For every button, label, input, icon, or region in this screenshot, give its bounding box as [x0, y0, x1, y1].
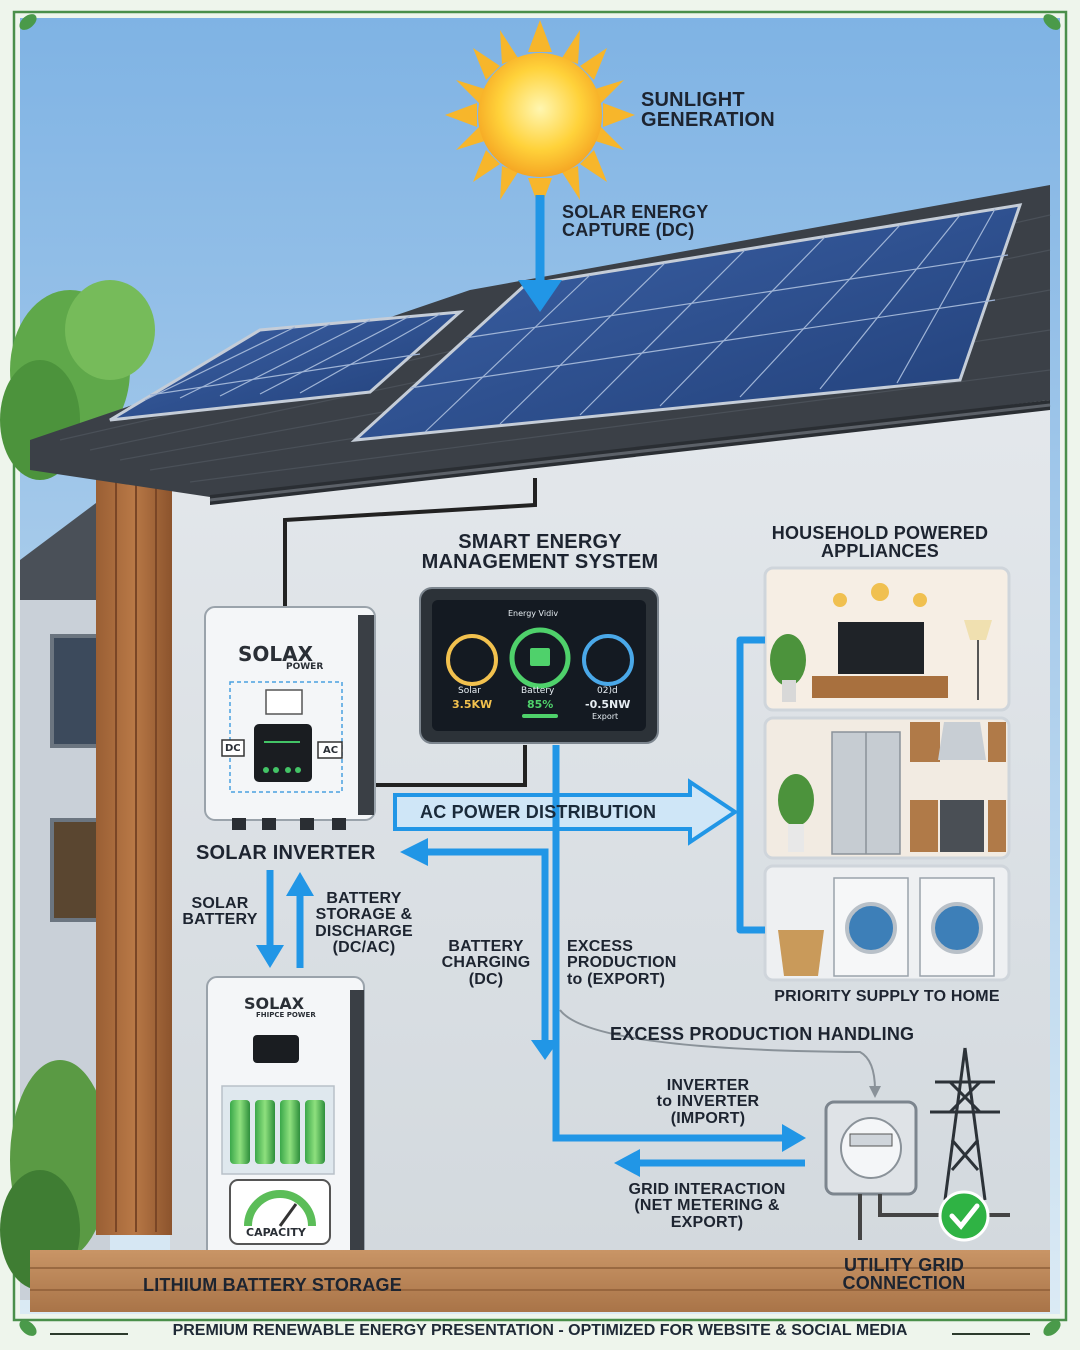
- label-ac-power-distribution: AC POWER DISTRIBUTION: [420, 803, 656, 821]
- screen-solar-value: 3.5KW: [452, 698, 492, 711]
- solar-inverter-unit: [205, 607, 375, 830]
- appliance-laundry: [765, 866, 1009, 980]
- inverter-ac-label: AC: [323, 745, 338, 756]
- screen-title: Energy Vidiv: [508, 609, 558, 618]
- label-grid-interaction: GRID INTERACTION(NET METERING & EXPORT): [596, 1182, 818, 1231]
- footer-caption: PREMIUM RENEWABLE ENERGY PRESENTATION - …: [0, 1322, 1080, 1340]
- inverter-dc-label: DC: [225, 743, 241, 754]
- screen-battery-label: Battery: [521, 686, 554, 696]
- label-lithium-storage: LITHIUM BATTERY STORAGE: [143, 1276, 402, 1294]
- label-priority-supply: PRIORITY SUPPLY TO HOME: [758, 989, 1016, 1005]
- screen-grid-value: -0.5NW: [585, 698, 630, 711]
- screen-grid-label: 02)d: [597, 686, 618, 696]
- screen-battery-value: 85%: [527, 698, 553, 711]
- screen-solar-label: Solar: [458, 686, 481, 696]
- sun-icon: [445, 20, 635, 210]
- label-solar-inverter: SOLAR INVERTER: [196, 843, 375, 863]
- wood-column: [96, 440, 172, 1235]
- screen-grid-sub: Export: [592, 712, 618, 721]
- label-excess-handling: EXCESS PRODUCTION HANDLING: [610, 1025, 914, 1043]
- check-icon: [940, 1192, 988, 1240]
- appliance-living-room: [765, 568, 1009, 710]
- battery-capacity-label: CAPACITY: [246, 1226, 306, 1239]
- appliance-kitchen: [765, 718, 1009, 858]
- lithium-battery-unit: [207, 977, 364, 1267]
- battery-brand-sub: FHIPCE POWER: [256, 1011, 316, 1019]
- inverter-brand-sub: POWER: [286, 662, 323, 672]
